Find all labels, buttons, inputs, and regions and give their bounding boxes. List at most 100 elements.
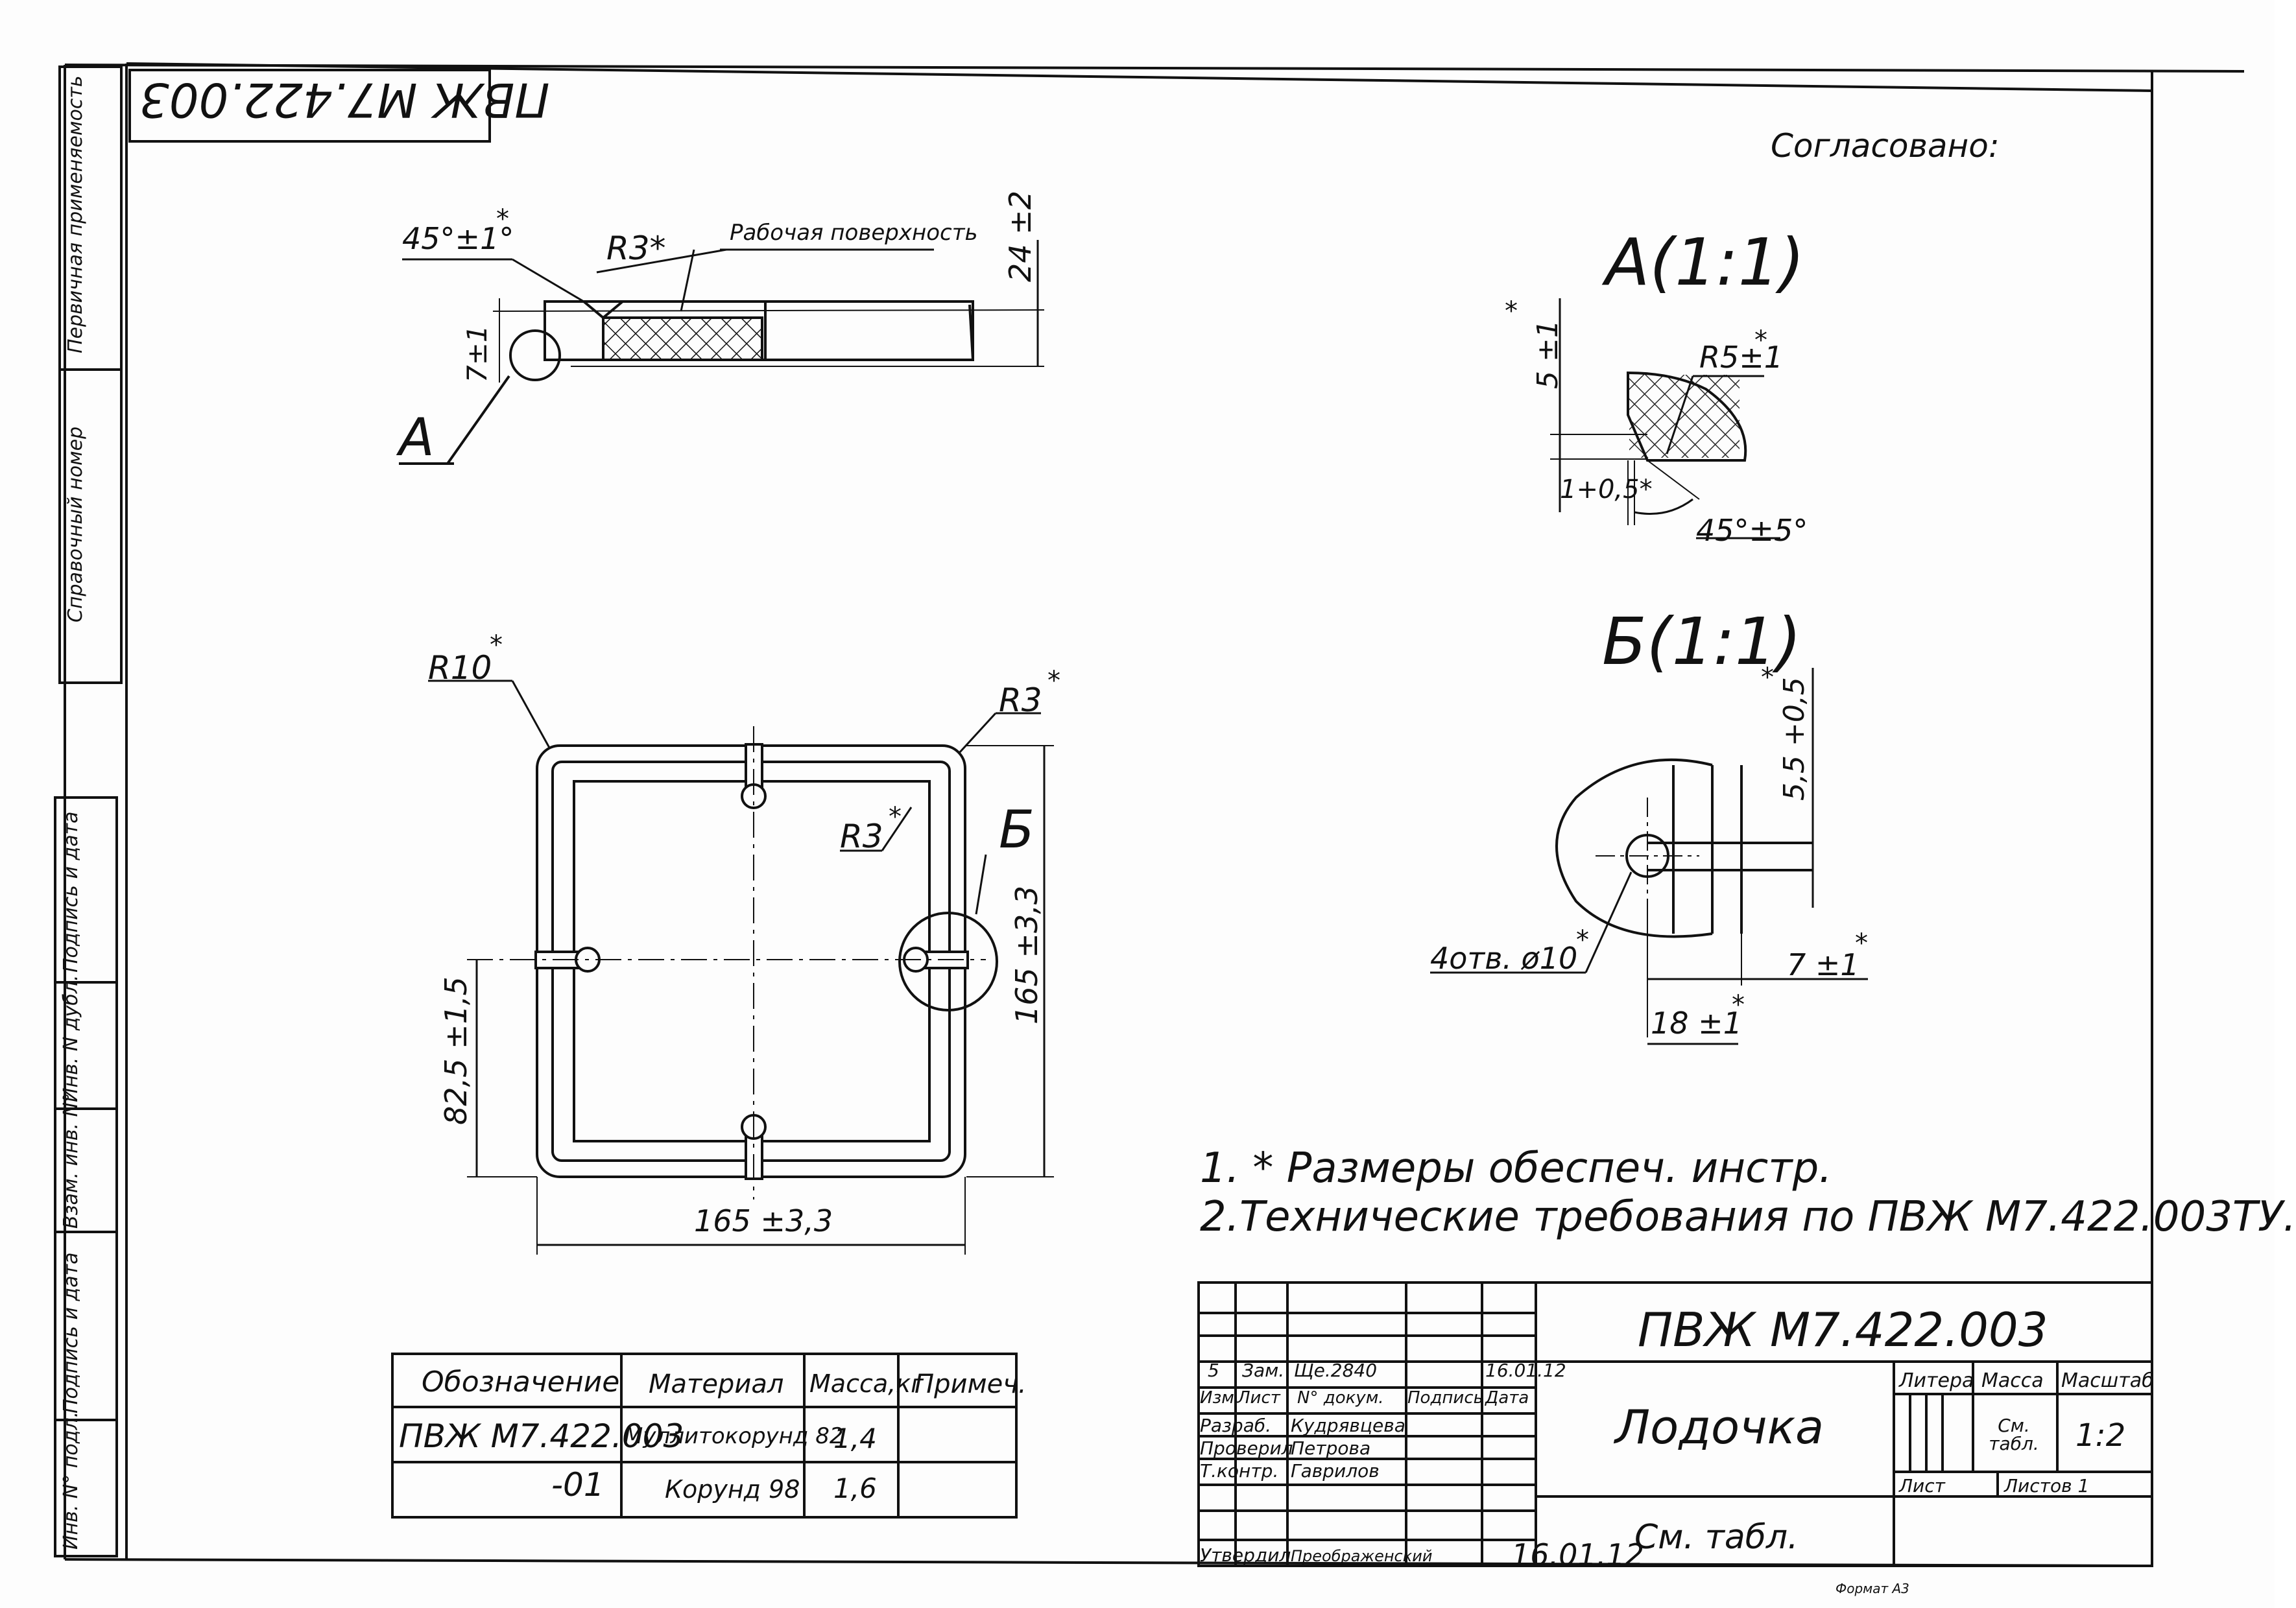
- frame-top: [64, 64, 2245, 73]
- variants-row2-designation: -01: [551, 1466, 604, 1504]
- agreed-label: Согласовано:: [1771, 127, 2000, 165]
- name-approver: Преображенский: [1291, 1547, 1433, 1565]
- plan-r10-star: *: [490, 630, 503, 660]
- detail-b-dim-slot: 7 ±1: [1787, 947, 1860, 982]
- side-sign-date-2: Подпись и дата: [60, 1252, 82, 1414]
- detail-b-dim-slot-star: *: [1855, 928, 1868, 958]
- change-date: 16.01.12: [1485, 1360, 1566, 1381]
- scale-value: 1:2: [2075, 1417, 2126, 1454]
- section-height-dim: 24 ±2: [1003, 191, 1038, 282]
- detail-b-circle: [898, 912, 998, 1011]
- working-surface-label: Рабочая поверхность: [730, 220, 978, 246]
- detail-b: [1430, 668, 1868, 1045]
- role-approver: Утвердил: [1200, 1544, 1291, 1566]
- detail-a-chamfer: 1+0,5*: [1560, 475, 1653, 504]
- plan-height-dim: 165 ±3,3: [1009, 885, 1044, 1024]
- mass-value: См. табл.: [1989, 1415, 2039, 1454]
- section-inner-height: 7±1: [461, 325, 493, 383]
- detail-b-dim-18-star: *: [1732, 990, 1745, 1020]
- detail-a-callout: А: [399, 407, 435, 467]
- detail-a-radius: R5±1: [1699, 340, 1784, 375]
- variants-header-material: Материал: [649, 1369, 784, 1399]
- title-block-grid: [1197, 1281, 2153, 1567]
- approve-date: 16.01.12: [1511, 1537, 1644, 1572]
- section-radius: R3*: [606, 230, 666, 267]
- change-num: 5: [1208, 1360, 1219, 1381]
- variants-header-note: Примеч.: [915, 1369, 1027, 1399]
- detail-b-dim-vert-star: *: [1761, 663, 1774, 692]
- designation-box-top: [128, 69, 491, 143]
- side-sign-date-1: Подпись и дата: [60, 811, 82, 973]
- detail-b-dim-vert: 5,5 +0,5: [1778, 677, 1811, 801]
- role-developer: Разраб.: [1200, 1415, 1272, 1436]
- header-date: Дата: [1485, 1388, 1529, 1408]
- header-doc: N° докум.: [1297, 1388, 1384, 1408]
- detail-a-angle: 45°±5°: [1696, 513, 1808, 548]
- scale-label: Масштаб: [2061, 1369, 2154, 1392]
- detail-a-dim-vert: 5 ±1: [1531, 320, 1564, 389]
- designation-top-mirrored: ПВЖ М7.422.003: [139, 73, 550, 127]
- title-name: Лодочка: [1615, 1400, 1824, 1454]
- side-inv-dup: Инв. N дубл.: [60, 975, 82, 1103]
- side-inv-orig: Инв. N° подл.: [60, 1411, 82, 1550]
- working-surface-hatch: [602, 316, 763, 361]
- variants-row1-material: Муллитокорунд 82: [624, 1423, 844, 1449]
- name-checker: Петрова: [1291, 1437, 1371, 1459]
- plan-view: [428, 680, 1054, 1255]
- sheet-label: Лист: [1899, 1475, 1945, 1496]
- side-reference-number: Справочный номер: [64, 426, 87, 622]
- detail-b-callout: Б: [999, 799, 1034, 860]
- variants-row2-material: Корунд 98: [665, 1475, 800, 1504]
- side-strip-top: [58, 65, 123, 684]
- title-designation: ПВЖ М7.422.003: [1638, 1303, 2048, 1357]
- detail-a-hatch: [1629, 375, 1740, 458]
- variants-header-mass: Масса,кг: [809, 1369, 924, 1398]
- section-angle: 45°±1°: [402, 221, 514, 256]
- variants-row2-mass: 1,6: [833, 1472, 877, 1504]
- plan-half-dim: 82,5 ±1,5: [438, 976, 473, 1125]
- side-strip-bottom: [54, 796, 118, 1557]
- detail-b-holes-star: *: [1576, 925, 1589, 955]
- plan-r3-inner: R3: [840, 818, 883, 855]
- detail-a-dim-vert-star: *: [1505, 296, 1518, 326]
- variants-row1-designation: ПВЖ М7.422.003: [399, 1417, 684, 1455]
- inner-frame-top: [126, 62, 2153, 92]
- detail-b-holes: 4отв. ø10: [1430, 941, 1578, 976]
- detail-a-title: А(1:1): [1605, 224, 1805, 300]
- format-label: Формат А3: [1836, 1581, 1909, 1596]
- plan-width-dim: 165 ±3,3: [694, 1203, 833, 1238]
- detail-b-title: Б(1:1): [1602, 604, 1802, 680]
- role-checker: Проверил: [1200, 1437, 1293, 1459]
- change-type: Зам.: [1242, 1360, 1285, 1381]
- change-doc: Ще.2840: [1294, 1360, 1378, 1381]
- variants-table-grid: [391, 1353, 1018, 1519]
- role-tech-control: Т.контр.: [1200, 1460, 1279, 1482]
- variants-row1-mass: 1,4: [833, 1423, 877, 1454]
- sheets-label: Листов 1: [2004, 1475, 2090, 1496]
- name-developer: Кудрявцева: [1291, 1415, 1405, 1436]
- name-tech-control: Гаврилов: [1291, 1460, 1380, 1482]
- section-angle-star: *: [496, 204, 509, 234]
- section-view: [399, 240, 1045, 465]
- header-list: Лист: [1238, 1388, 1280, 1408]
- header-signature: Подпись: [1407, 1388, 1483, 1408]
- detail-a-radius-star: *: [1754, 325, 1767, 355]
- detail-a-circle: [509, 329, 561, 381]
- title-material: См. табл.: [1634, 1518, 1799, 1557]
- mass-label: Масса: [1981, 1369, 2044, 1392]
- section-hatch-fill: [604, 319, 761, 359]
- side-swap-inv: Взам. инв. N°: [60, 1093, 82, 1229]
- detail-b-dim-18: 18 ±1: [1651, 1006, 1742, 1041]
- plan-r10: R10: [428, 649, 492, 687]
- side-primary-use: Первичная применяемость: [64, 75, 87, 353]
- plan-r3-inner-star: *: [889, 802, 902, 832]
- variants-header-designation: Обозначение: [422, 1366, 620, 1399]
- plan-r3-outer: R3: [999, 681, 1042, 719]
- note-1: 1. * Размеры обеспеч. инстр.: [1200, 1144, 1832, 1192]
- note-2: 2.Технические требования по ПВЖ М7.422.0…: [1200, 1193, 2296, 1241]
- header-izm: Изм.: [1200, 1388, 1240, 1408]
- plan-r3-outer-star: *: [1047, 666, 1060, 696]
- litera-label: Литера: [1899, 1369, 1974, 1392]
